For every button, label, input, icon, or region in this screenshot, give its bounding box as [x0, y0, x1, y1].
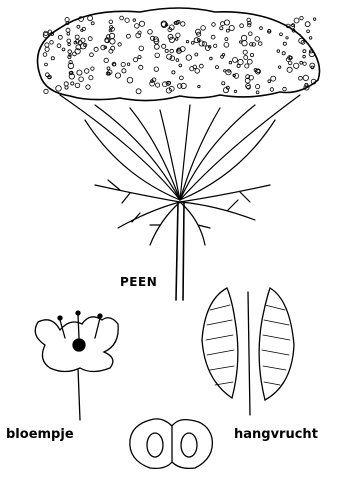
umbel-rays [60, 95, 300, 200]
umbel-illustration [38, 8, 320, 300]
floret [294, 18, 299, 23]
fruit-cross-section [130, 419, 213, 469]
floret [44, 89, 48, 93]
floret [65, 18, 69, 22]
floret [307, 30, 310, 33]
floret [313, 18, 315, 20]
flower-label: bloempje [6, 428, 74, 441]
flower-illustration [35, 311, 118, 420]
fruit-illustration [202, 288, 294, 415]
involucre-bracts [95, 180, 270, 245]
floret [300, 16, 303, 19]
main-stem [176, 202, 184, 300]
fruit-label: hangvrucht [234, 428, 318, 441]
floret [309, 37, 312, 40]
plant-name-label: PEEN [120, 276, 157, 288]
floret [305, 22, 310, 27]
